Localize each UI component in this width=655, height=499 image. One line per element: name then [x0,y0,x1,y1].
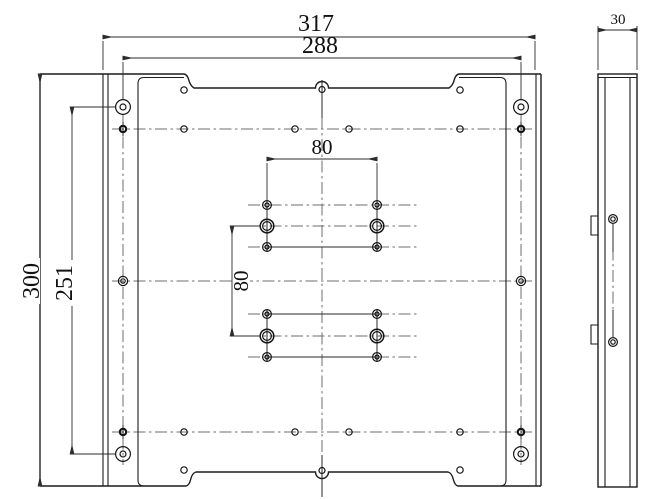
hole-rows [180,85,464,475]
dimensions: 317 288 300 251 80 80 30 [19,11,638,487]
dim-pattern-height-label: 80 [229,271,253,292]
dim-hole-span-height-label: 251 [52,265,78,301]
center-hole-cluster [259,200,385,363]
dim-total-height-label: 300 [19,263,45,299]
dim-hole-span-width-label: 288 [302,33,338,59]
dim-pattern-width-label: 80 [312,135,333,159]
side-view [590,73,638,488]
rivet-holes [118,122,526,439]
dim-total-width-label: 317 [298,11,334,37]
side-profile [597,73,638,488]
plate-top-edge [40,73,541,89]
dim-side-thickness-label: 30 [611,12,626,28]
plate-bottom-edge [40,471,541,487]
inner-face-left [137,76,184,487]
side-mid-holes [117,275,527,287]
inner-face-right [459,76,507,487]
side-tab-upper [590,215,598,236]
side-tab-lower [590,324,598,345]
front-view [39,73,542,497]
centerlines [112,80,532,497]
side-tab-holes [607,214,618,348]
